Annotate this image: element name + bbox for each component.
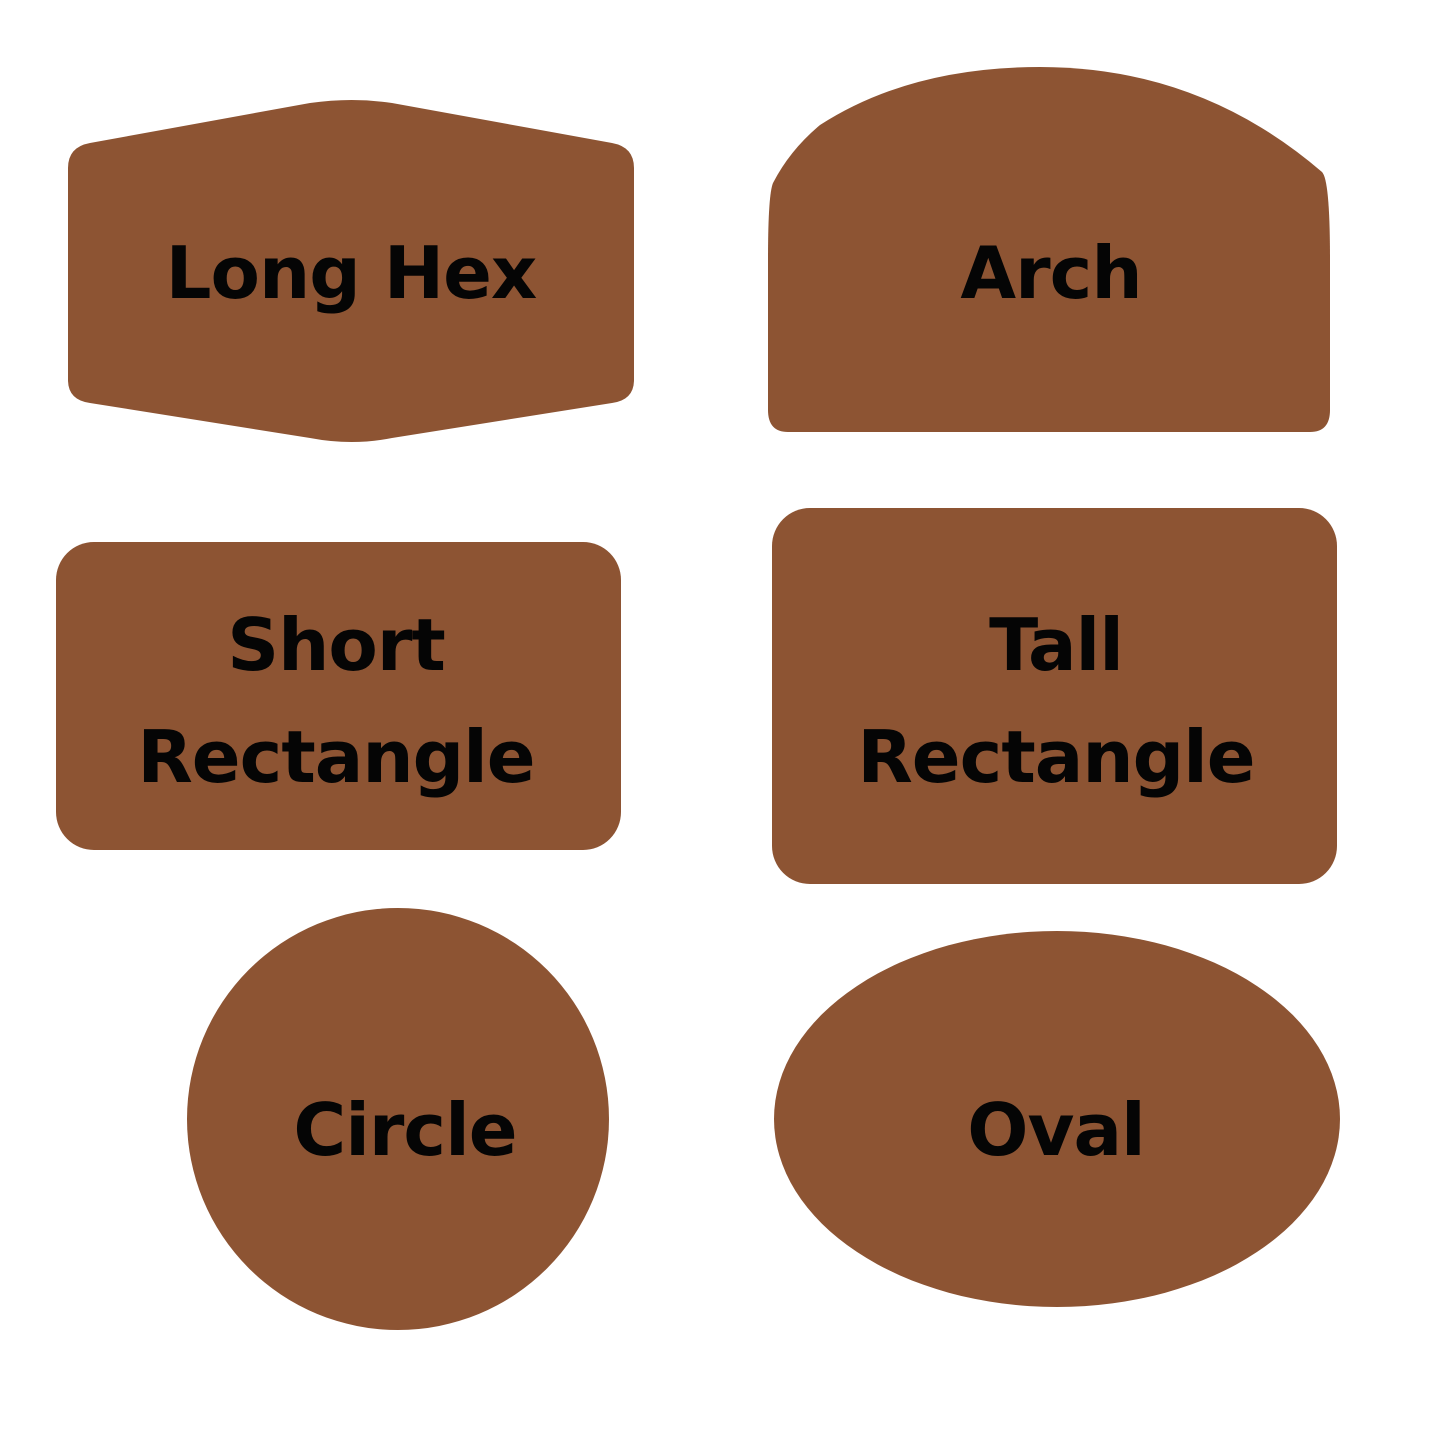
short-rectangle-option[interactable]: Short Rectangle <box>56 542 621 850</box>
short-rectangle-shape <box>56 542 621 850</box>
tall-rectangle-label-line2: Rectangle <box>857 715 1254 799</box>
long-hex-shape <box>68 100 634 442</box>
arch-label: Arch <box>960 231 1141 315</box>
tall-rectangle-label-line1: Tall <box>989 603 1123 687</box>
long-hex-label: Long Hex <box>166 231 537 315</box>
short-rectangle-label-line2: Rectangle <box>137 715 534 799</box>
long-hex-option[interactable]: Long Hex <box>68 100 634 442</box>
oval-shape <box>774 931 1340 1307</box>
circle-label: Circle <box>293 1088 516 1172</box>
tall-rectangle-shape <box>772 508 1337 884</box>
short-rectangle-label-line1: Short <box>227 603 445 687</box>
circle-shape <box>187 908 609 1330</box>
oval-label: Oval <box>967 1088 1144 1172</box>
circle-option[interactable]: Circle <box>187 908 609 1330</box>
arch-shape <box>768 67 1330 432</box>
tall-rectangle-option[interactable]: Tall Rectangle <box>772 508 1337 884</box>
arch-option[interactable]: Arch <box>768 67 1330 432</box>
oval-option[interactable]: Oval <box>774 931 1340 1307</box>
